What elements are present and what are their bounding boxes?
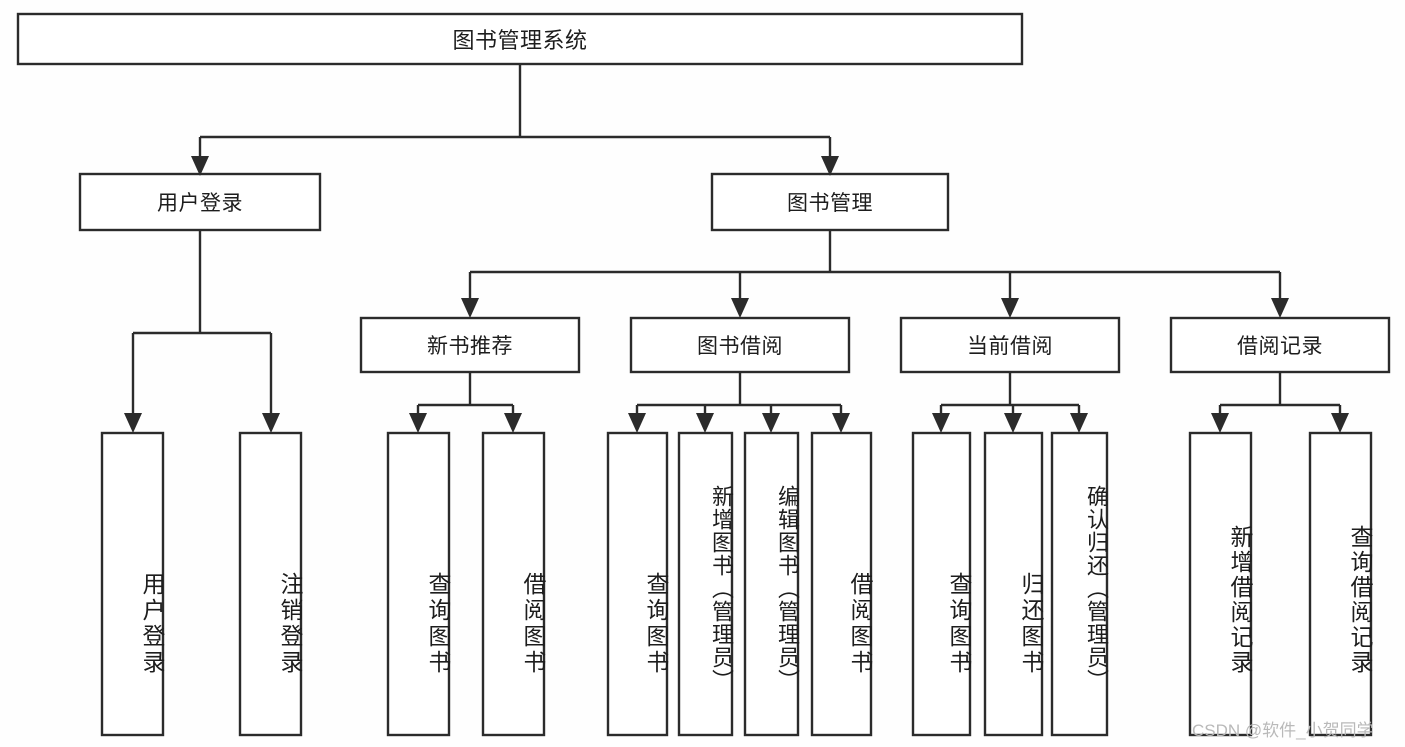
arrow-leaf-user-login (124, 413, 142, 433)
arrow-new-book-recommend (461, 298, 479, 318)
leaf-box-edit-book-admin[interactable] (743, 431, 800, 737)
node-box-user-login[interactable] (78, 172, 322, 232)
connector-layer (124, 64, 1349, 433)
node-box-new-book-recommend[interactable] (359, 316, 581, 374)
node-box-root[interactable] (16, 12, 1024, 66)
arrow-leaf-query-book-borrow (628, 413, 646, 433)
node-box-current-borrow[interactable] (899, 316, 1121, 374)
arrow-leaf-confirm-return-admin (1070, 413, 1088, 433)
arrow-leaf-return-book (1004, 413, 1022, 433)
arrow-to-user-login (191, 156, 209, 176)
leaf-box-add-borrow-record[interactable] (1188, 431, 1253, 737)
arrow-leaf-borrow-book (832, 413, 850, 433)
leaf-box-borrow-book-rec[interactable] (481, 431, 546, 737)
arrow-leaf-add-book-admin (696, 413, 714, 433)
node-box-borrow-record[interactable] (1169, 316, 1391, 374)
arrow-leaf-logout (262, 413, 280, 433)
leaf-box-query-book-borrow[interactable] (606, 431, 669, 737)
leaf-box-confirm-return-admin[interactable] (1050, 431, 1109, 737)
leaf-box-return-book[interactable] (983, 431, 1044, 737)
arrow-current-borrow (1001, 298, 1019, 318)
leaf-box-query-borrow-record[interactable] (1308, 431, 1373, 737)
leaf-box-query-book-current[interactable] (911, 431, 972, 737)
arrow-leaf-query-borrow-record (1331, 413, 1349, 433)
leaf-box-add-book-admin[interactable] (677, 431, 734, 737)
node-box-book-management[interactable] (710, 172, 950, 232)
arrow-book-borrow (731, 298, 749, 318)
leaf-box-query-book-rec[interactable] (386, 431, 451, 737)
arrow-to-book-mgmt (821, 156, 839, 176)
arrow-leaf-query-book-rec (409, 413, 427, 433)
arrow-leaf-query-book-current (932, 413, 950, 433)
node-box-book-borrow[interactable] (629, 316, 851, 374)
leaf-box-borrow-book[interactable] (810, 431, 873, 737)
arrow-borrow-record (1271, 298, 1289, 318)
leaf-box-user-login[interactable] (100, 431, 165, 737)
arrow-leaf-add-borrow-record (1211, 413, 1229, 433)
box-layer (16, 12, 1391, 737)
arrow-leaf-borrow-book-rec (504, 413, 522, 433)
leaf-box-logout[interactable] (238, 431, 303, 737)
arrow-leaf-edit-book-admin (762, 413, 780, 433)
